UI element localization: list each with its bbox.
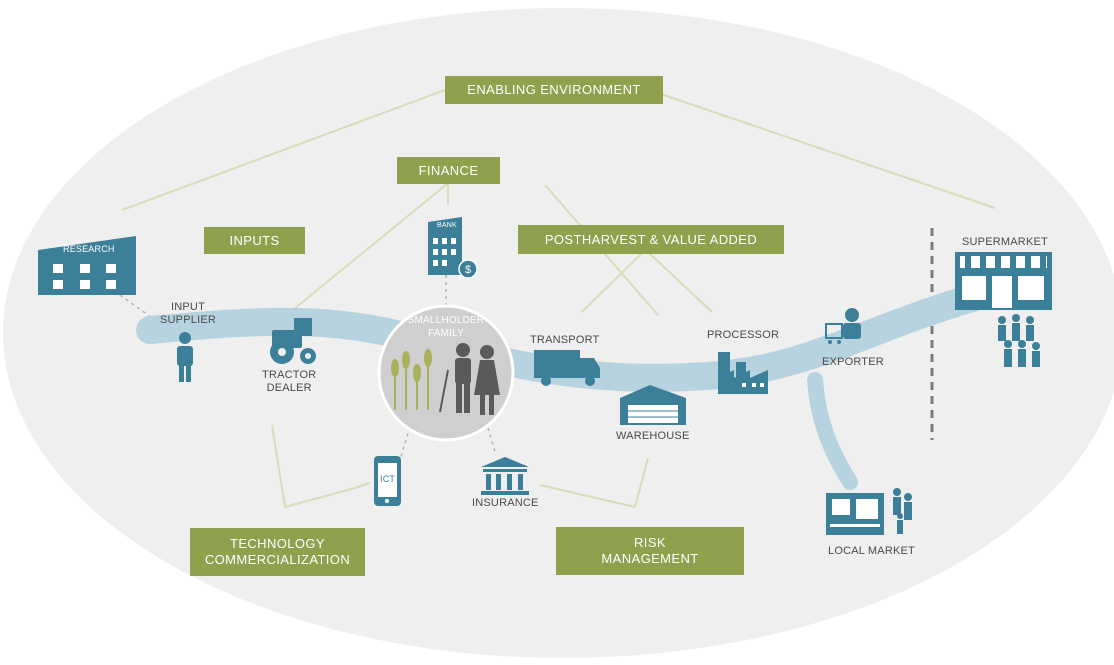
supermarket-icon [955,252,1052,310]
transport-label: TRANSPORT [530,334,600,346]
local-market-label: LOCAL MARKET [828,545,915,557]
research-label: RESEARCH [63,244,115,254]
input-supplier-person-icon [177,332,193,382]
exporter-icon [825,308,861,344]
risk-line2: MANAGEMENT [601,551,699,566]
tractor-dealer-label: TRACTOR DEALER [262,369,317,394]
ict-phone-icon [374,456,401,506]
bank-building-icon: $ [428,217,478,279]
technology-line2: COMMERCIALIZATION [204,552,351,567]
technology-commercialization-box: TECHNOLOGY COMMERCIALIZATION [190,528,365,576]
finance-box: FINANCE [397,157,500,184]
insurance-label: INSURANCE [472,497,539,509]
transport-truck-icon [534,350,600,386]
local-market-stall-icon [826,488,912,535]
consumers-crowd-icon [998,314,1040,367]
processor-factory-icon [718,352,768,394]
risk-management-box: RISK MANAGEMENT [556,527,744,575]
smallholder-family-label: SMALLHOLDER FAMILY [407,315,485,339]
supermarket-label: SUPERMARKET [962,236,1048,248]
warehouse-label: WAREHOUSE [616,430,690,442]
input-supplier-label: INPUT SUPPLIER [160,301,217,326]
research-building-icon [38,236,136,295]
smallholder-family-icon [377,304,515,442]
warehouse-icon [620,385,686,425]
risk-line1: RISK [634,535,666,550]
technology-line1: TECHNOLOGY [229,536,325,551]
insurance-building-icon [481,457,529,495]
tractor-icon [270,318,316,364]
local-market-branch [807,372,858,490]
enabling-environment-box: ENABLING ENVIRONMENT [445,76,663,104]
bank-label: BANK [437,222,457,229]
exporter-label: EXPORTER [822,356,884,368]
svg-text:$: $ [465,264,471,276]
processor-label: PROCESSOR [707,329,780,341]
inputs-box: INPUTS [204,227,305,254]
ict-label: ICT [380,474,396,484]
postharvest-box: POSTHARVEST & VALUE ADDED [518,225,784,254]
